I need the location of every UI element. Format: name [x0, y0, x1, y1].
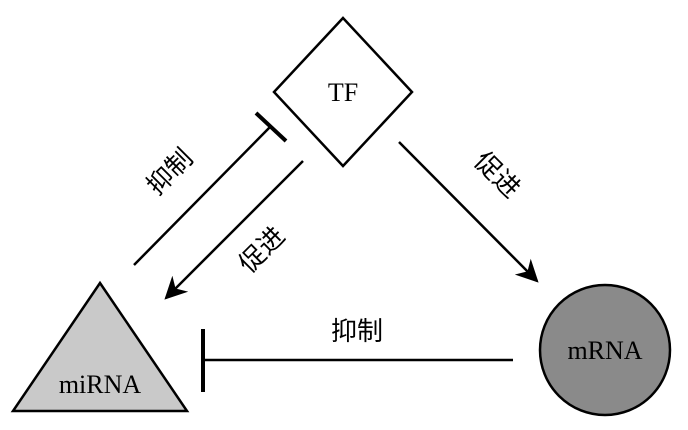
- tf-node: TF: [272, 16, 414, 168]
- inhibit-bar-tf: [254, 111, 288, 143]
- inhibit-line-mirna-tf: [133, 126, 271, 266]
- mirna-triangle-shape: [10, 280, 190, 413]
- edge-label-inhibit-2: 抑制: [331, 317, 383, 347]
- edge-label-promote-2: 促进: [468, 146, 526, 204]
- edge-mrna-inhibits-mirna: 抑制: [201, 317, 513, 392]
- edge-label-promote-1: 促进: [233, 221, 291, 279]
- arrow-line-tf-mrna: [398, 141, 539, 283]
- edge-label-inhibit-1: 抑制: [141, 143, 199, 201]
- mrna-circle-shape: [538, 283, 672, 417]
- arrow-line-tf-mirna: [164, 160, 304, 300]
- mirna-label: miRNA: [59, 370, 142, 399]
- edge-tf-promotes-mrna: 促进: [398, 141, 539, 283]
- tf-diamond-shape: [272, 16, 414, 168]
- tf-label: TF: [328, 78, 358, 107]
- mrna-node: mRNA: [538, 283, 672, 417]
- mrna-label: mRNA: [567, 336, 642, 365]
- edge-tf-promotes-mirna: 促进: [164, 160, 304, 300]
- mirna-node: miRNA: [10, 280, 190, 413]
